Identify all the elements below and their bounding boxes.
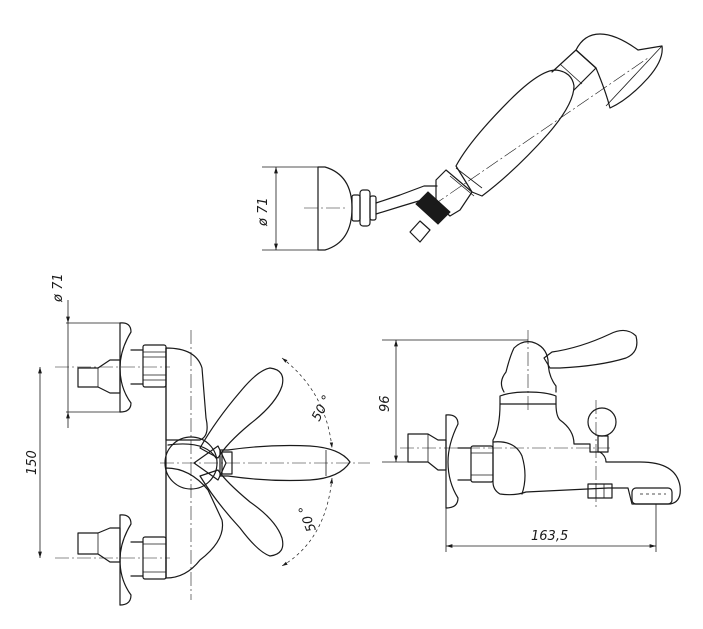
angle-lower-label: 50 ° <box>296 503 319 534</box>
lower-wall-rosette <box>119 514 132 606</box>
lever-upper-position <box>199 367 284 459</box>
side-wall-rosette <box>445 414 459 509</box>
shower-bracket-arm <box>375 185 438 215</box>
spout-aerator <box>631 487 673 505</box>
lever-lower-position <box>199 469 284 557</box>
lever-center-position <box>219 444 351 482</box>
side-connection-nut <box>470 445 494 483</box>
mixer-front-view: 50 ° 50 ° ø 71 150 <box>25 273 370 606</box>
hand-shower-view: ø 71 <box>256 33 663 251</box>
height-96-label: 96 <box>378 395 393 412</box>
upper-connection-nut <box>142 344 167 388</box>
shower-handle <box>455 69 575 197</box>
side-mixer-body <box>492 403 681 505</box>
shower-holder-black-ring <box>415 191 451 225</box>
side-lever <box>543 329 638 369</box>
shower-outlet <box>587 483 613 499</box>
angle-upper-label: 50 ° <box>309 393 335 424</box>
diverter-knob <box>587 407 617 437</box>
shower-head <box>575 33 663 109</box>
shower-diameter-label: ø 71 <box>256 197 271 227</box>
shower-bracket-dome <box>317 166 353 251</box>
angle-arc-lower <box>281 477 334 567</box>
shower-bracket-collar <box>351 194 361 222</box>
side-eccentric <box>407 433 447 471</box>
side-cartridge-dome <box>500 341 557 393</box>
height-150-label: 150 <box>25 450 40 475</box>
mixer-side-view: 96 163,5 <box>378 329 681 552</box>
upper-wall-rosette <box>119 322 132 413</box>
length-163-label: 163,5 <box>531 529 568 544</box>
rosette-diameter-label: ø 71 <box>51 273 66 303</box>
upper-eccentric <box>77 359 121 394</box>
lower-eccentric <box>77 527 121 563</box>
